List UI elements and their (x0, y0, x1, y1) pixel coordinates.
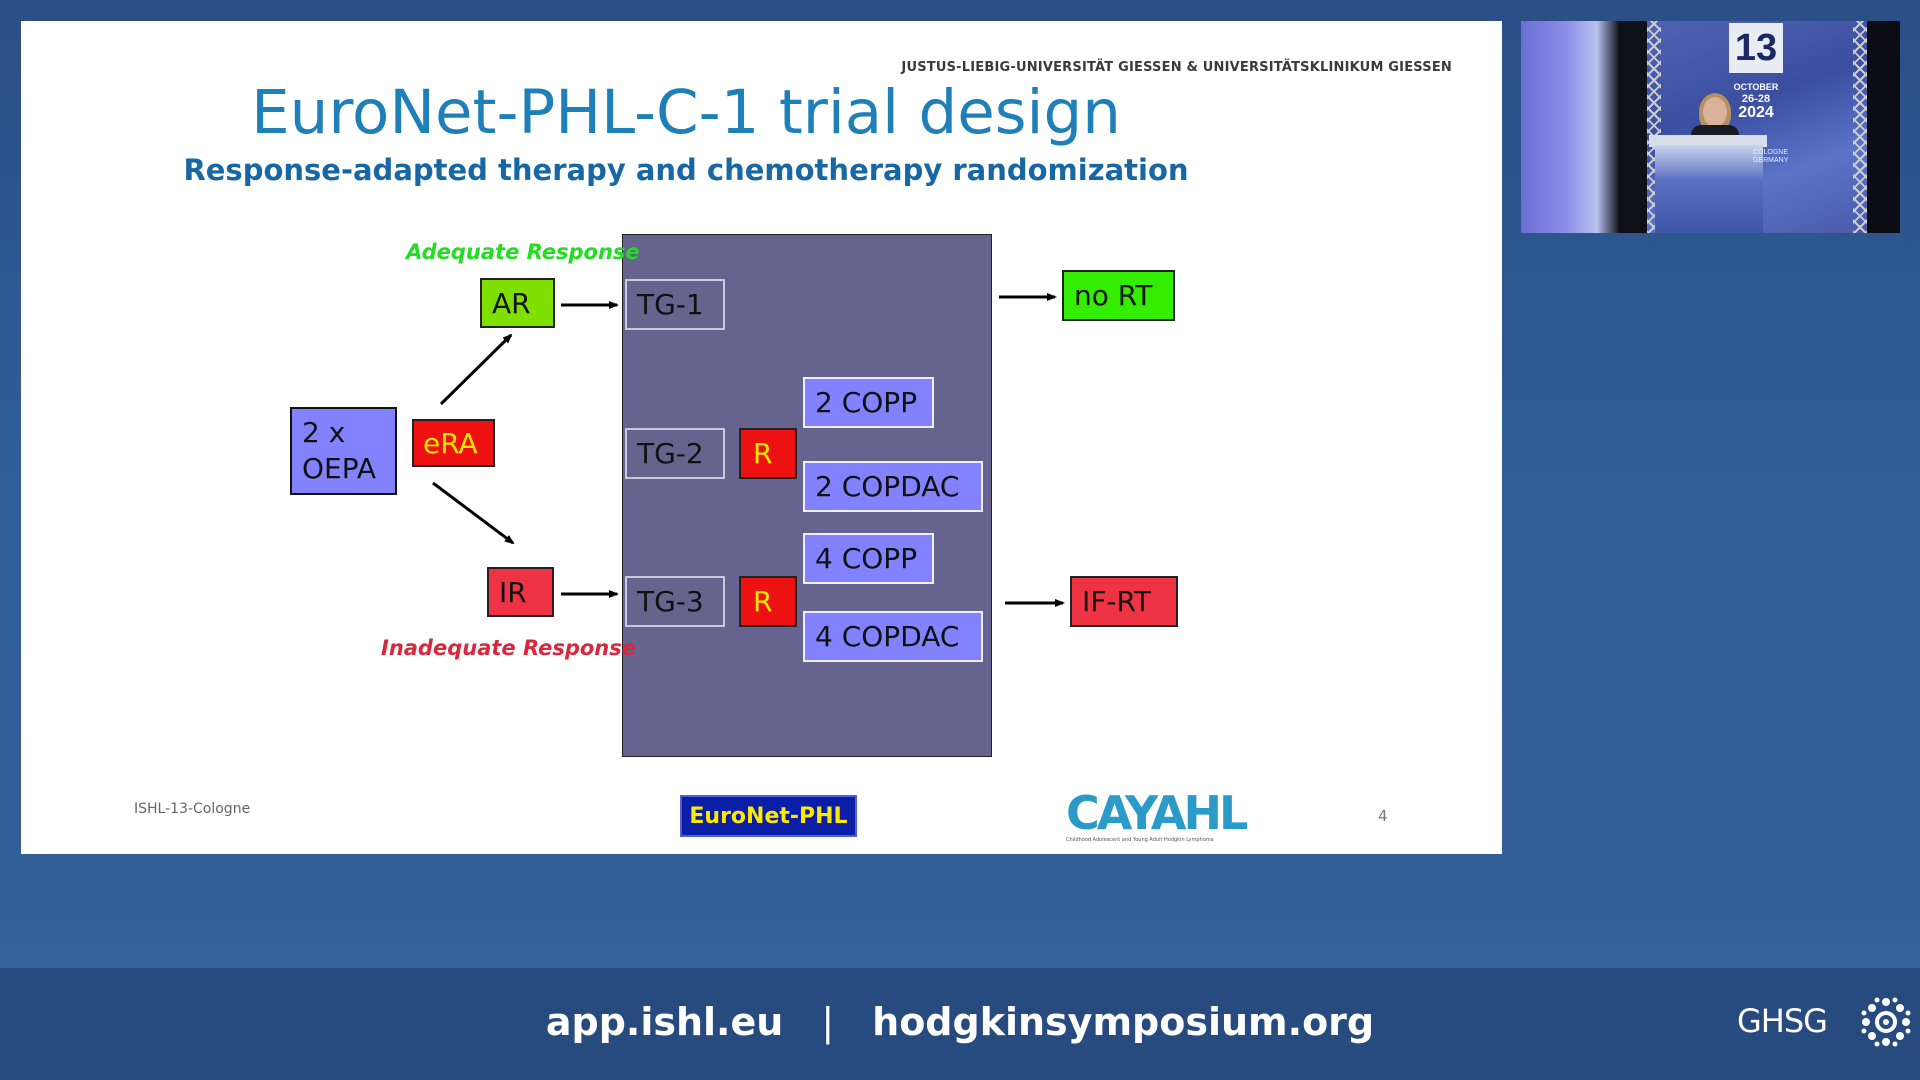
no-rt-box: no RT (1062, 270, 1175, 321)
flow-arrows (432, 293, 1065, 607)
institution-header: JUSTUS-LIEBIG-UNIVERSITÄT GIESSEN & UNIV… (901, 60, 1452, 75)
tg2-box: TG-2 (625, 428, 725, 479)
link-separator: | (821, 1000, 835, 1044)
arrow-era-to-ar (439, 333, 513, 406)
adequate-response-label: Adequate Response (406, 240, 640, 264)
arrow-era-to-ir (432, 481, 515, 545)
randomization-box-2: R (739, 576, 797, 627)
slide-page-number: 4 (1378, 807, 1388, 825)
randomization-box-1: R (739, 428, 797, 479)
symposium-dates: OCTOBER 26-28 2024 (1729, 81, 1783, 121)
symposium-year: 2024 (1738, 104, 1774, 121)
slide-subtitle: Response-adapted therapy and chemotherap… (21, 153, 1501, 187)
symposium-links: app.ishl.eu | hodgkinsymposium.org (0, 1000, 1920, 1044)
stage-truss-right (1853, 21, 1867, 233)
copdac-2-box: 2 COPDAC (803, 461, 983, 512)
cayahl-logo: CAYAHL Childhood Adolescent and Young Ad… (1066, 786, 1248, 845)
symposium-city: COLOGNE GERMANY (1753, 149, 1789, 164)
bottom-info-bar (0, 968, 1920, 1080)
symposium-days: 26-28 (1741, 93, 1771, 105)
symposium-number-banner: 13 (1729, 23, 1783, 73)
slide-title: EuroNet-PHL-C-1 trial design (21, 77, 1501, 148)
cayahl-logo-subtitle: Childhood Adolescent and Young Adult Hod… (1066, 837, 1214, 843)
slide-title-text: EuroNet-PHL-C-1 trial design (251, 77, 1121, 148)
podium (1655, 145, 1763, 233)
ghsg-logo-text: GHSG (1737, 1002, 1828, 1040)
app-link[interactable]: app.ishl.eu (545, 1000, 784, 1044)
presentation-slide: JUSTUS-LIEBIG-UNIVERSITÄT GIESSEN & UNIV… (21, 21, 1502, 854)
ir-box: IR (487, 567, 554, 617)
copp-2-box: 2 COPP (803, 377, 934, 428)
symposium-month: OCTOBER (1733, 82, 1779, 92)
tg3-box: TG-3 (625, 576, 725, 627)
ar-box: AR (480, 278, 555, 328)
if-rt-box: IF-RT (1070, 576, 1178, 627)
inadequate-response-label: Inadequate Response (381, 636, 636, 660)
euronet-phl-logo: EuroNet-PHL (680, 795, 857, 837)
oepa-box: 2 x OEPA (290, 407, 397, 495)
website-link[interactable]: hodgkinsymposium.org (872, 1000, 1375, 1044)
copdac-4-box: 4 COPDAC (803, 611, 983, 662)
podium-top (1649, 135, 1767, 147)
speaker-video-feed[interactable]: 13 OCTOBER 26-28 2024 COLOGNE GERMANY (1521, 21, 1900, 233)
cayahl-logo-letters: CAYAHL (1066, 786, 1248, 840)
speaker-face (1703, 97, 1727, 127)
slide-subtitle-text: Response-adapted therapy and chemotherap… (183, 153, 1189, 187)
tg1-box: TG-1 (625, 279, 725, 330)
slide-footer-text: ISHL-13-Cologne (134, 801, 251, 817)
ghsg-logo-icon (1861, 997, 1911, 1047)
era-box: eRA (412, 419, 495, 467)
copp-4-box: 4 COPP (803, 533, 934, 584)
